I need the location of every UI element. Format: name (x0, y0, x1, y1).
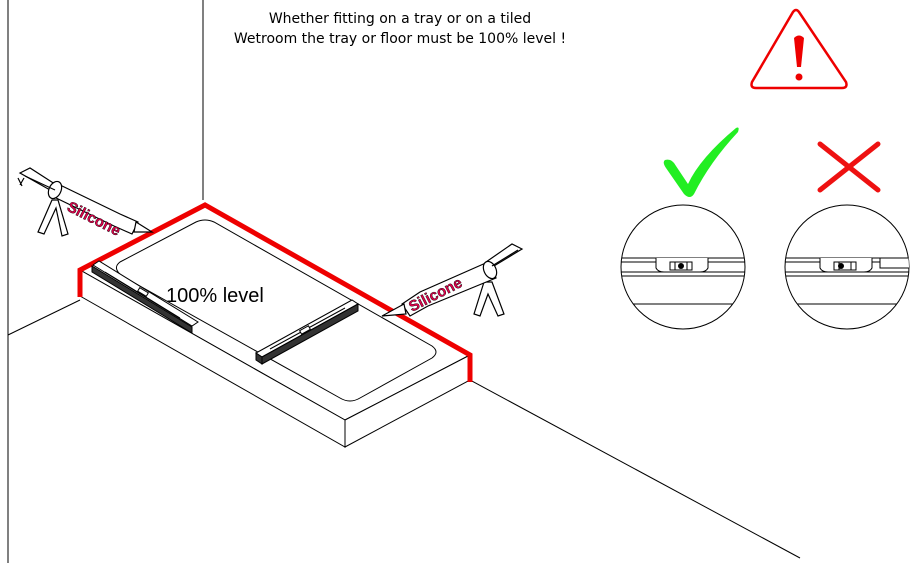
warning-triangle-icon (750, 8, 848, 90)
level-bubble-incorrect (784, 204, 910, 330)
spirit-level-right-vial (298, 325, 312, 335)
silicone-gun-left (17, 167, 155, 237)
floor-left-line (7, 299, 81, 336)
level-label: 100% level (166, 285, 264, 307)
gun-right-trigger (473, 281, 505, 317)
red-cross-icon (817, 141, 881, 193)
spirit-level-left (91, 260, 199, 334)
warning-exclamation-bar (794, 35, 804, 67)
silicone-gun-right (381, 243, 524, 317)
gun-left-rod (24, 175, 56, 191)
gun-left-trigger (37, 199, 69, 237)
gun-right-nozzle (381, 303, 407, 317)
spirit-level-left-vial (136, 287, 150, 297)
room-outline (7, 0, 801, 563)
incorrect-bubble (838, 263, 844, 269)
gun-left-plunger (17, 177, 25, 187)
silicone-bead-line (77, 202, 473, 382)
spirit-level-left-base (91, 265, 193, 334)
warning-exclamation-dot (795, 73, 803, 81)
instruction-line-1: Whether fitting on a tray or on a tiled (268, 11, 532, 27)
red-cross-stroke-2 (817, 141, 881, 193)
spirit-level-right-base2 (261, 303, 359, 365)
spirit-level-right (255, 299, 359, 365)
warning-triangle-outline (750, 8, 848, 90)
gun-left-nozzle (133, 221, 155, 233)
incorrect-vial (833, 261, 857, 271)
instruction-line-2: Wetroom the tray or floor must be 100% l… (233, 31, 567, 47)
green-check-icon (663, 127, 739, 197)
floor-right-line (469, 379, 801, 559)
gun-right-tube (401, 261, 497, 317)
spirit-level-left-detail (104, 271, 181, 319)
silicone-bead (77, 202, 473, 382)
incorrect-offset-block (879, 257, 909, 269)
level-bubble-correct (620, 204, 746, 330)
correct-bubble (678, 263, 684, 269)
gun-right-rod (491, 249, 519, 267)
